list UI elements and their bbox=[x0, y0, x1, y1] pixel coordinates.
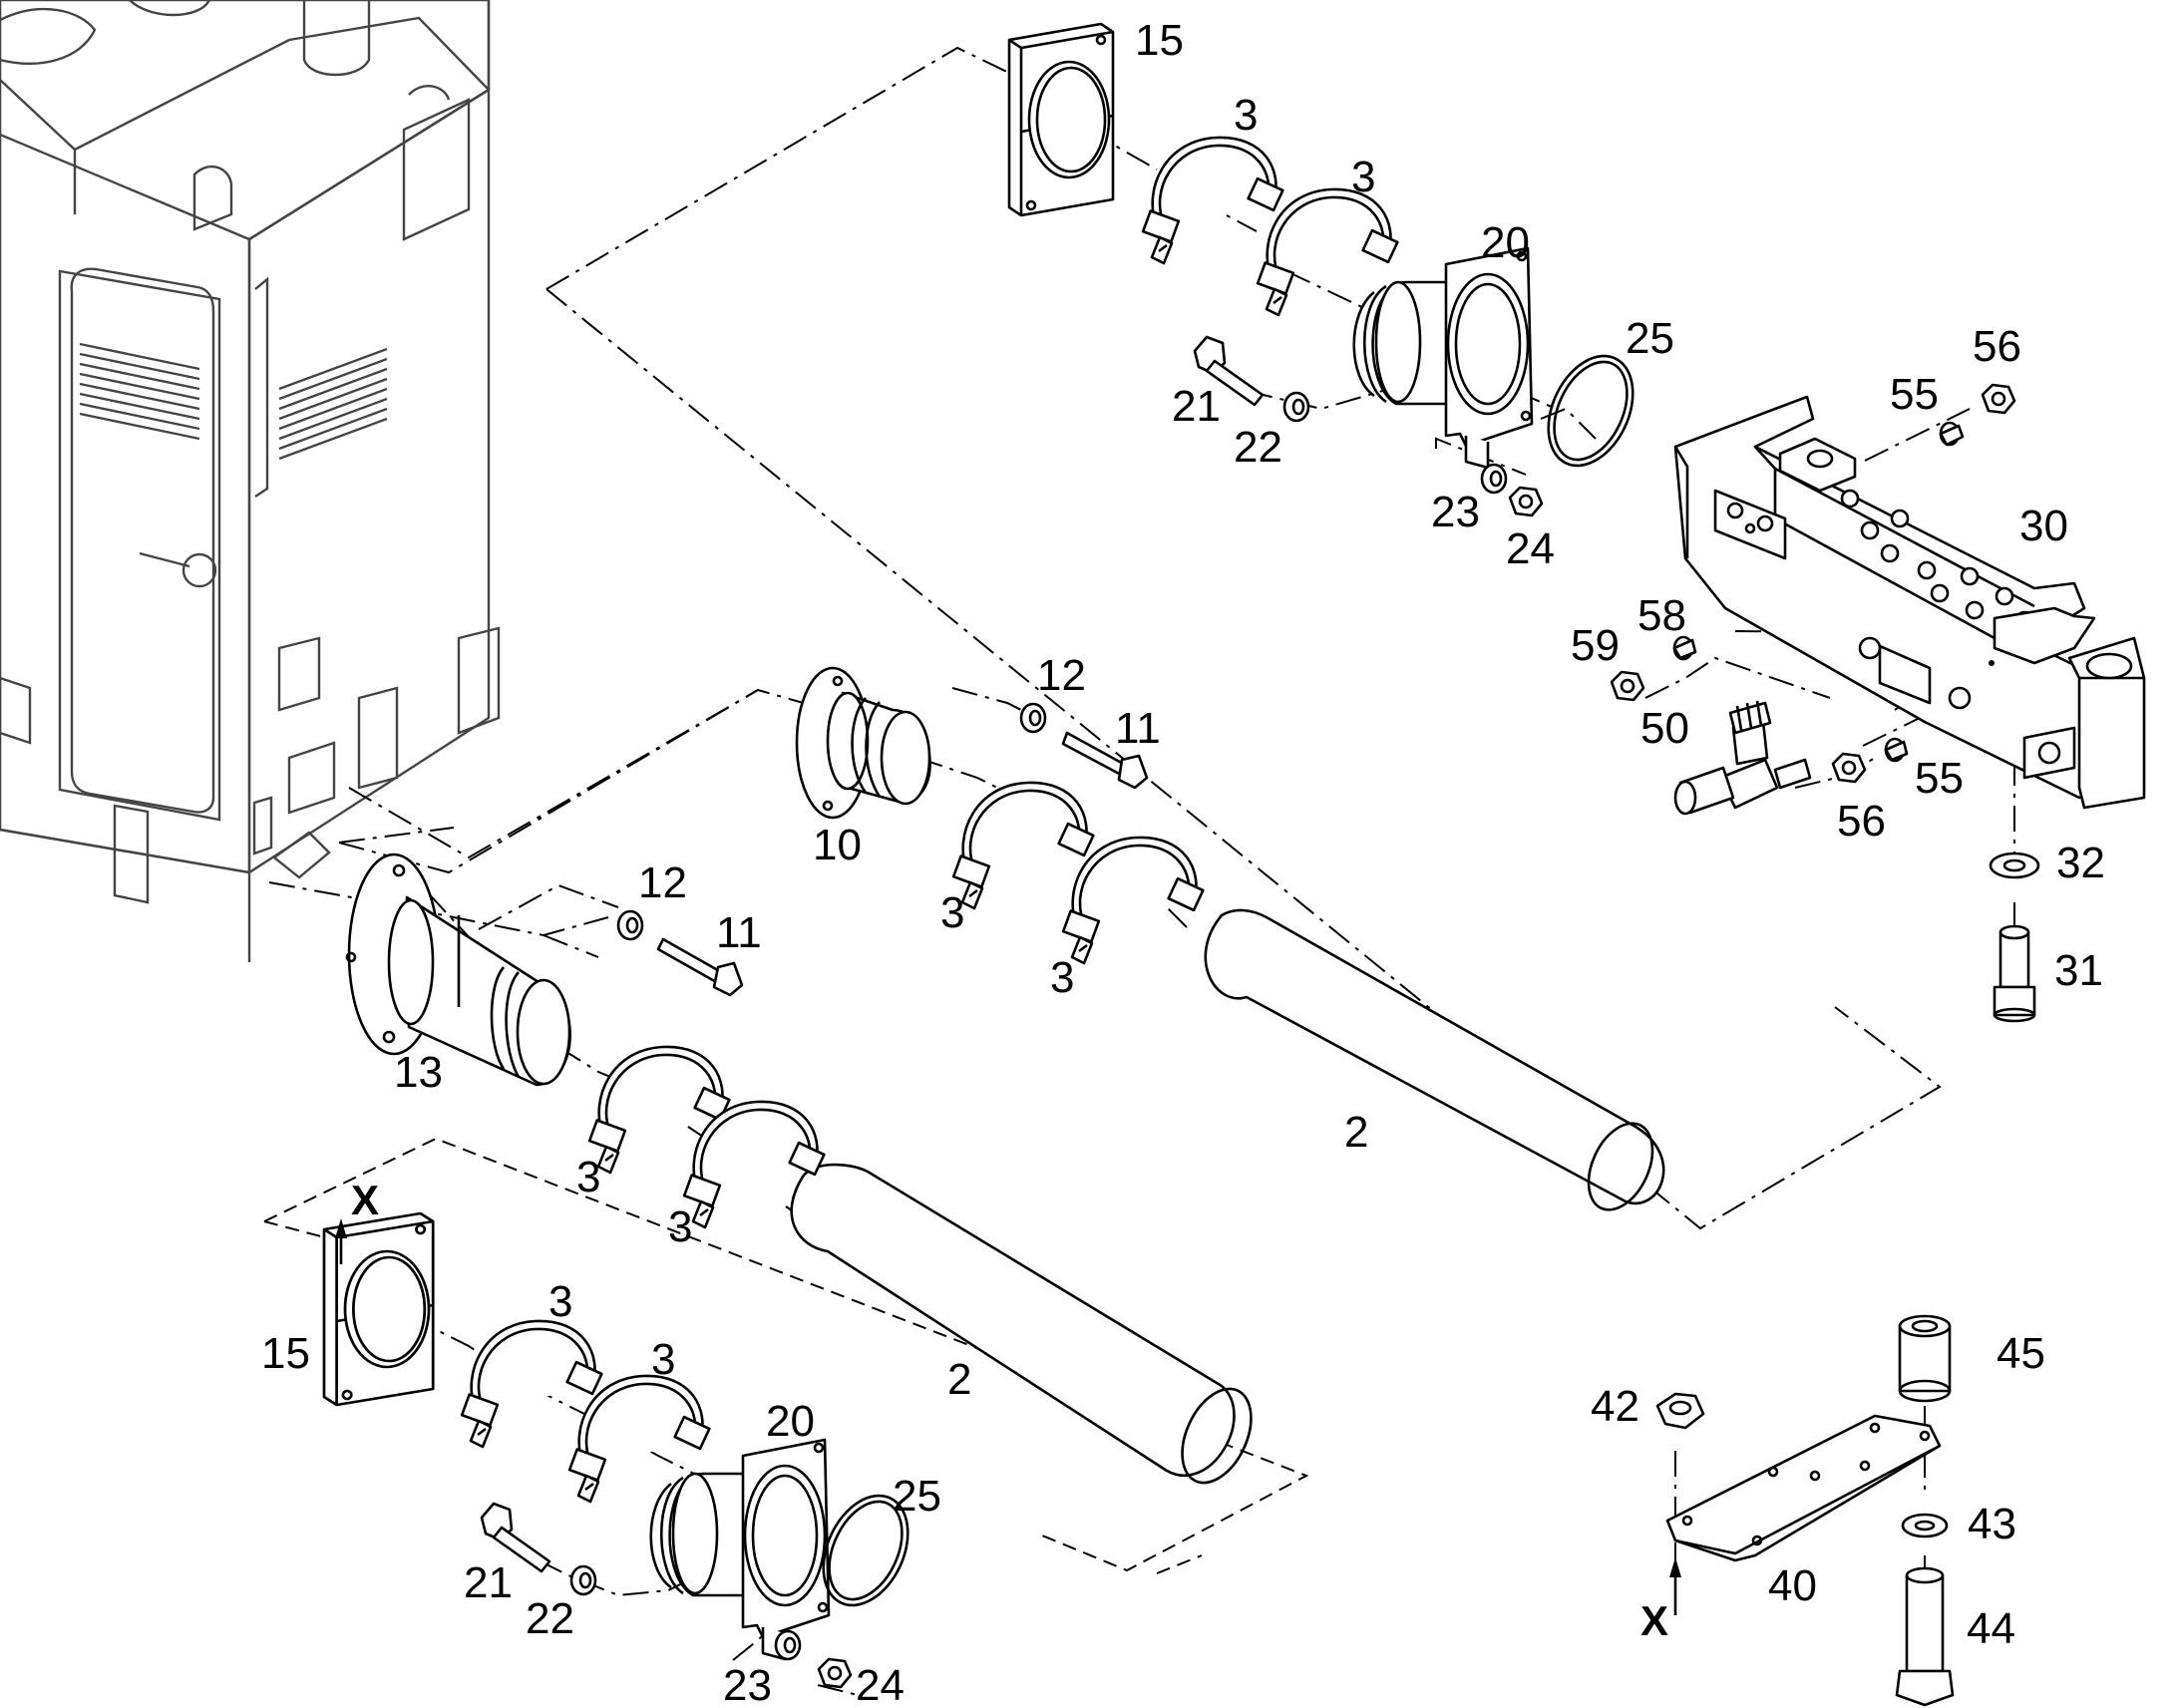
bolt-31 bbox=[1993, 924, 2036, 1023]
valve-50 bbox=[1673, 700, 1812, 816]
callout: 24 bbox=[856, 1661, 905, 1708]
adapter-20-top bbox=[1352, 246, 1534, 470]
washer-23-bottom bbox=[774, 1629, 802, 1661]
callout: 23 bbox=[723, 1661, 772, 1708]
view-marker-label: X bbox=[351, 1177, 379, 1223]
callout: 11 bbox=[716, 908, 762, 957]
clamp-3 bbox=[1141, 136, 1284, 265]
callout: 3 bbox=[1351, 153, 1375, 201]
callout: 3 bbox=[668, 1202, 692, 1251]
callout: 11 bbox=[1115, 704, 1161, 753]
nut-42 bbox=[1655, 1392, 1705, 1430]
pipe-13 bbox=[345, 853, 571, 1087]
view-marker-label: X bbox=[1640, 1597, 1668, 1644]
nut-56-top bbox=[1981, 383, 2016, 415]
callout: 21 bbox=[1172, 382, 1221, 431]
bolt-11 bbox=[656, 937, 744, 997]
nut-56-bottom bbox=[1831, 752, 1867, 784]
callout: 55 bbox=[1915, 754, 1964, 803]
bracket-15-top bbox=[1007, 22, 1115, 217]
callout: 3 bbox=[1234, 91, 1258, 140]
fitting-58 bbox=[1672, 635, 1697, 661]
callout: 3 bbox=[940, 888, 964, 937]
washer-22-top bbox=[1282, 391, 1310, 423]
view-marker-x-top bbox=[335, 1218, 347, 1264]
fitting-55-top bbox=[1939, 421, 1965, 447]
callout: 15 bbox=[261, 1329, 310, 1378]
callout: 3 bbox=[651, 1335, 675, 1384]
callout: 10 bbox=[813, 821, 862, 869]
callout-labels: 15 3 3 20 25 56 55 21 22 23 24 30 58 59 … bbox=[261, 16, 2105, 1708]
callout: 12 bbox=[1037, 651, 1086, 700]
callout: 25 bbox=[1626, 314, 1674, 363]
manifold-30 bbox=[1673, 395, 2146, 810]
bolt-44 bbox=[1895, 1566, 1955, 1707]
nut-59 bbox=[1610, 670, 1645, 702]
callout: 45 bbox=[1997, 1329, 2045, 1378]
bolt-11 bbox=[1061, 731, 1149, 790]
callout: 58 bbox=[1637, 591, 1686, 640]
washer-12 bbox=[616, 909, 644, 941]
callout: 24 bbox=[1506, 524, 1555, 573]
callout: 3 bbox=[576, 1153, 600, 1201]
callout: 40 bbox=[1768, 1561, 1817, 1610]
adapter-10 bbox=[795, 666, 931, 820]
view-marker-x-bottom bbox=[1669, 1557, 1681, 1615]
machine-housing bbox=[0, 0, 501, 962]
callout: 42 bbox=[1591, 1382, 1639, 1431]
washer-12 bbox=[1019, 702, 1047, 734]
washer-23-top bbox=[1480, 463, 1508, 495]
callout: 55 bbox=[1890, 370, 1939, 419]
callout: 50 bbox=[1640, 704, 1689, 753]
callout: 43 bbox=[1968, 1500, 2016, 1548]
callout: 22 bbox=[526, 1594, 574, 1643]
callout: 15 bbox=[1135, 16, 1184, 65]
callout: 59 bbox=[1571, 621, 1620, 670]
callout: 25 bbox=[893, 1472, 941, 1521]
clamp-3 bbox=[951, 781, 1095, 910]
callout: 56 bbox=[1973, 322, 2021, 371]
plate-40 bbox=[1665, 1414, 1942, 1562]
spacer-45 bbox=[1898, 1314, 1952, 1403]
callout: 56 bbox=[1837, 797, 1886, 846]
adapter-20-bottom bbox=[649, 1438, 831, 1661]
callout: 22 bbox=[1234, 423, 1282, 472]
callout: 3 bbox=[548, 1277, 572, 1326]
callout: 32 bbox=[2056, 839, 2105, 887]
callout: 2 bbox=[1344, 1108, 1368, 1157]
callout: 23 bbox=[1431, 488, 1480, 536]
pipe-2-lower bbox=[790, 1163, 1253, 1485]
pipe-2-upper bbox=[1204, 908, 1665, 1211]
callout: 13 bbox=[394, 1048, 443, 1097]
callout: 12 bbox=[638, 858, 687, 907]
washer-43 bbox=[1901, 1513, 1949, 1538]
callout: 21 bbox=[464, 1558, 513, 1607]
callout: 2 bbox=[947, 1355, 971, 1404]
nut-24-top bbox=[1508, 486, 1544, 517]
callout: 3 bbox=[1050, 953, 1074, 1002]
callout: 31 bbox=[2054, 946, 2103, 995]
callout: 30 bbox=[2019, 502, 2068, 550]
washer-22-bottom bbox=[569, 1564, 597, 1596]
callout: 20 bbox=[766, 1397, 815, 1446]
fitting-55-bottom bbox=[1884, 737, 1909, 763]
callout: 20 bbox=[1481, 218, 1530, 267]
washer-32 bbox=[1989, 852, 2040, 879]
nut-24-bottom bbox=[817, 1657, 853, 1689]
callout: 44 bbox=[1967, 1604, 2015, 1653]
